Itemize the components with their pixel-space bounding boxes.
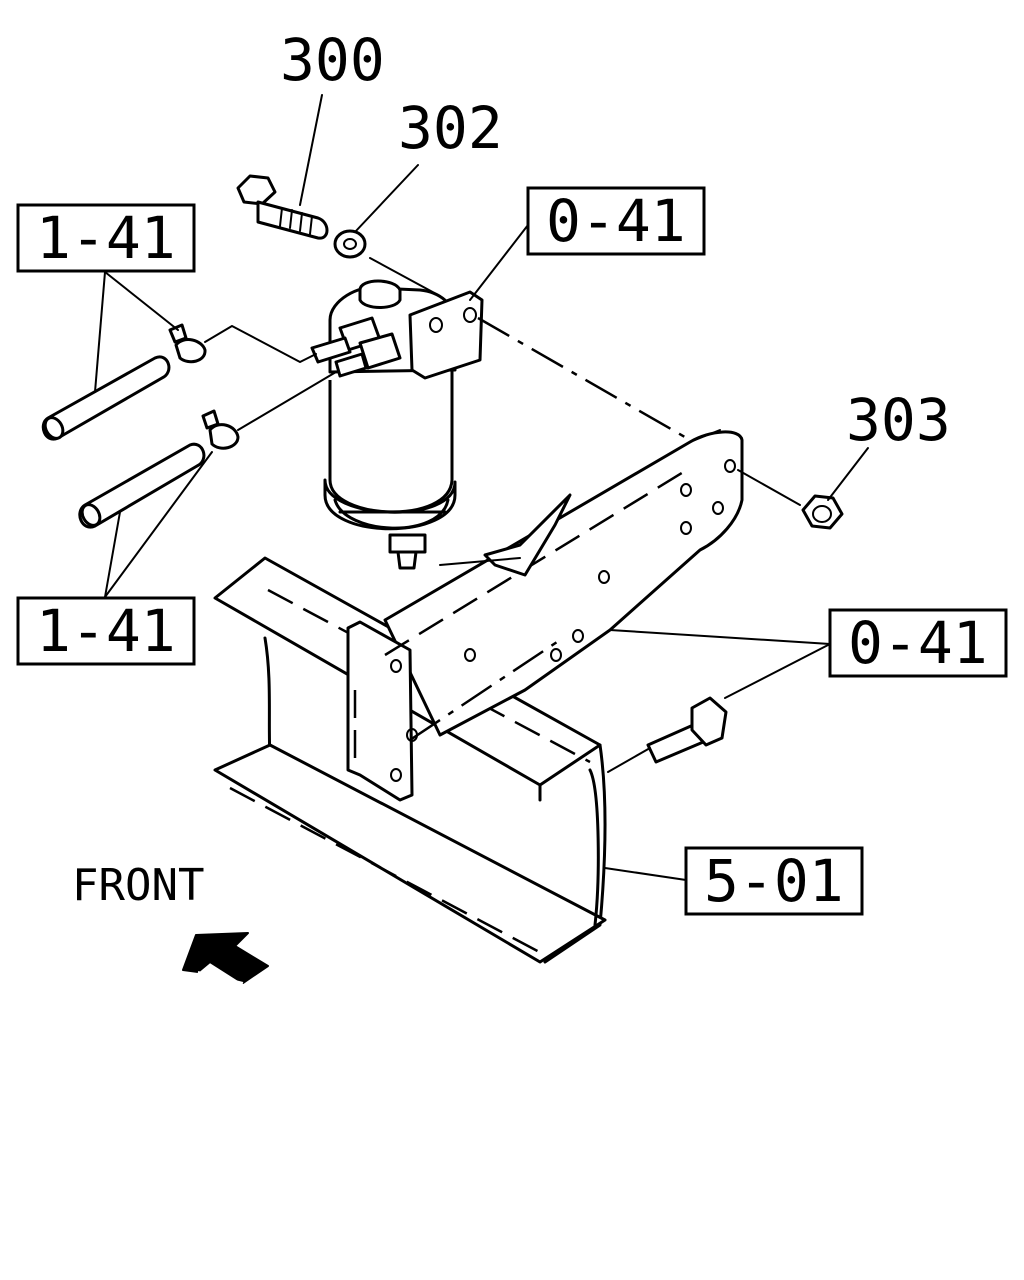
bolt-300 xyxy=(236,174,329,240)
ref-label-0-41-right: 0-41 xyxy=(848,609,988,677)
ref-box-1-41-top[interactable]: 1-41 xyxy=(16,203,196,273)
mounting-bracket xyxy=(346,429,744,802)
ref-box-0-41-right[interactable]: 0-41 xyxy=(828,608,1008,678)
label-part-303: 303 xyxy=(846,386,951,454)
assembly-lines xyxy=(369,257,801,773)
ref-label-1-41-top: 1-41 xyxy=(36,204,176,272)
washer-302 xyxy=(333,229,367,259)
ref-label-5-01: 5-01 xyxy=(704,847,844,915)
ref-box-0-41-top[interactable]: 0-41 xyxy=(526,186,706,256)
ref-label-1-41-bottom: 1-41 xyxy=(36,597,176,665)
ref-box-5-01[interactable]: 5-01 xyxy=(684,846,864,916)
ref-label-0-41-top: 0-41 xyxy=(546,187,686,255)
front-label: FRONT xyxy=(72,860,204,911)
fuel-hoses xyxy=(41,323,337,529)
front-arrow-icon xyxy=(182,932,269,984)
label-part-302: 302 xyxy=(398,94,503,162)
lower-bolt xyxy=(646,696,728,764)
fuel-filter xyxy=(310,279,484,570)
label-part-300: 300 xyxy=(280,26,385,94)
leader-lines xyxy=(94,94,869,881)
ref-box-1-41-bottom[interactable]: 1-41 xyxy=(16,596,196,666)
nut-303 xyxy=(801,494,844,530)
